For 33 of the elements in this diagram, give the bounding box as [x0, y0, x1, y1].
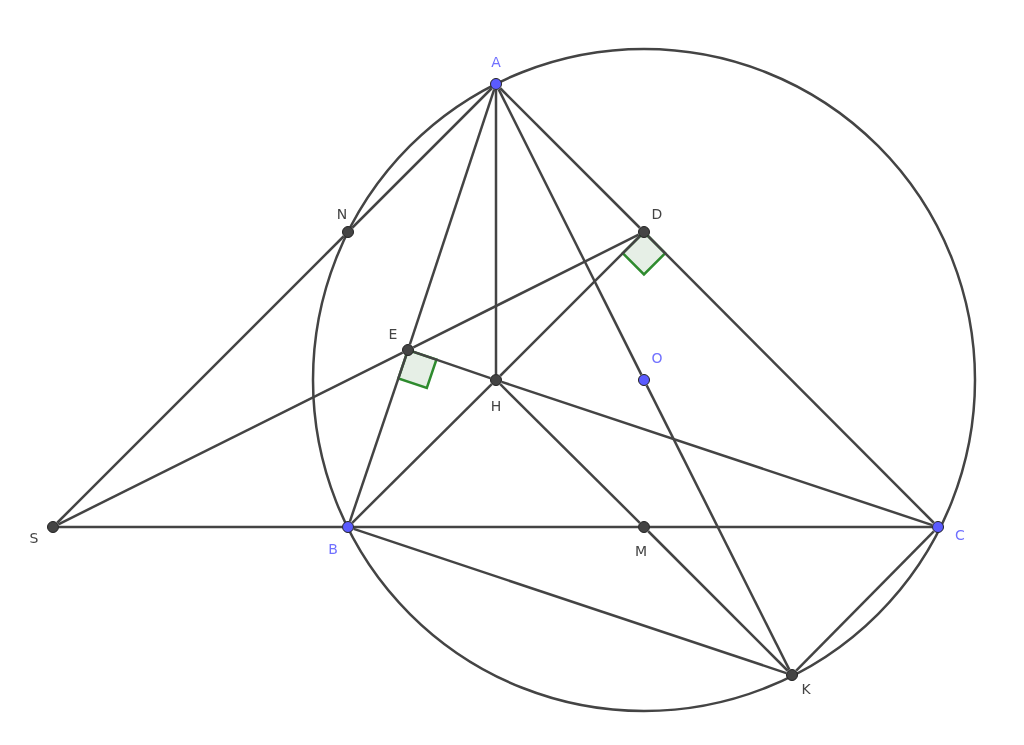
line-segment: [499, 87, 641, 229]
line-segment: [647, 530, 789, 672]
line-segment: [353, 527, 787, 675]
line-segment: [351, 87, 493, 229]
line-segment: [647, 235, 935, 524]
line-segment: [351, 383, 493, 524]
line-segment: [408, 89, 496, 345]
line-segment: [56, 235, 345, 524]
line-segment: [795, 530, 935, 672]
line-segment: [499, 383, 641, 524]
point-label: H: [489, 398, 503, 414]
point-label: C: [954, 527, 966, 543]
point-label: M: [633, 543, 649, 559]
line-segment: [501, 380, 933, 527]
line-segment: [59, 525, 342, 529]
line-segment: [497, 88, 643, 376]
line-segment: [650, 525, 932, 529]
line-segment: [412, 233, 640, 349]
point-label: B: [327, 541, 339, 557]
line-segment: [354, 525, 638, 529]
point-label: E: [387, 326, 399, 342]
point-label: S: [28, 530, 40, 546]
line-segment: [413, 350, 491, 380]
point-label: O: [650, 350, 664, 366]
point-label: N: [335, 206, 349, 222]
line-segment: [645, 384, 791, 671]
line-segment: [499, 235, 641, 377]
line-segment: [494, 90, 498, 374]
line-segment: [348, 355, 408, 522]
point-label: D: [650, 206, 664, 222]
line-segment: [57, 351, 404, 526]
point-label: A: [490, 54, 502, 70]
point-label: K: [800, 681, 812, 697]
